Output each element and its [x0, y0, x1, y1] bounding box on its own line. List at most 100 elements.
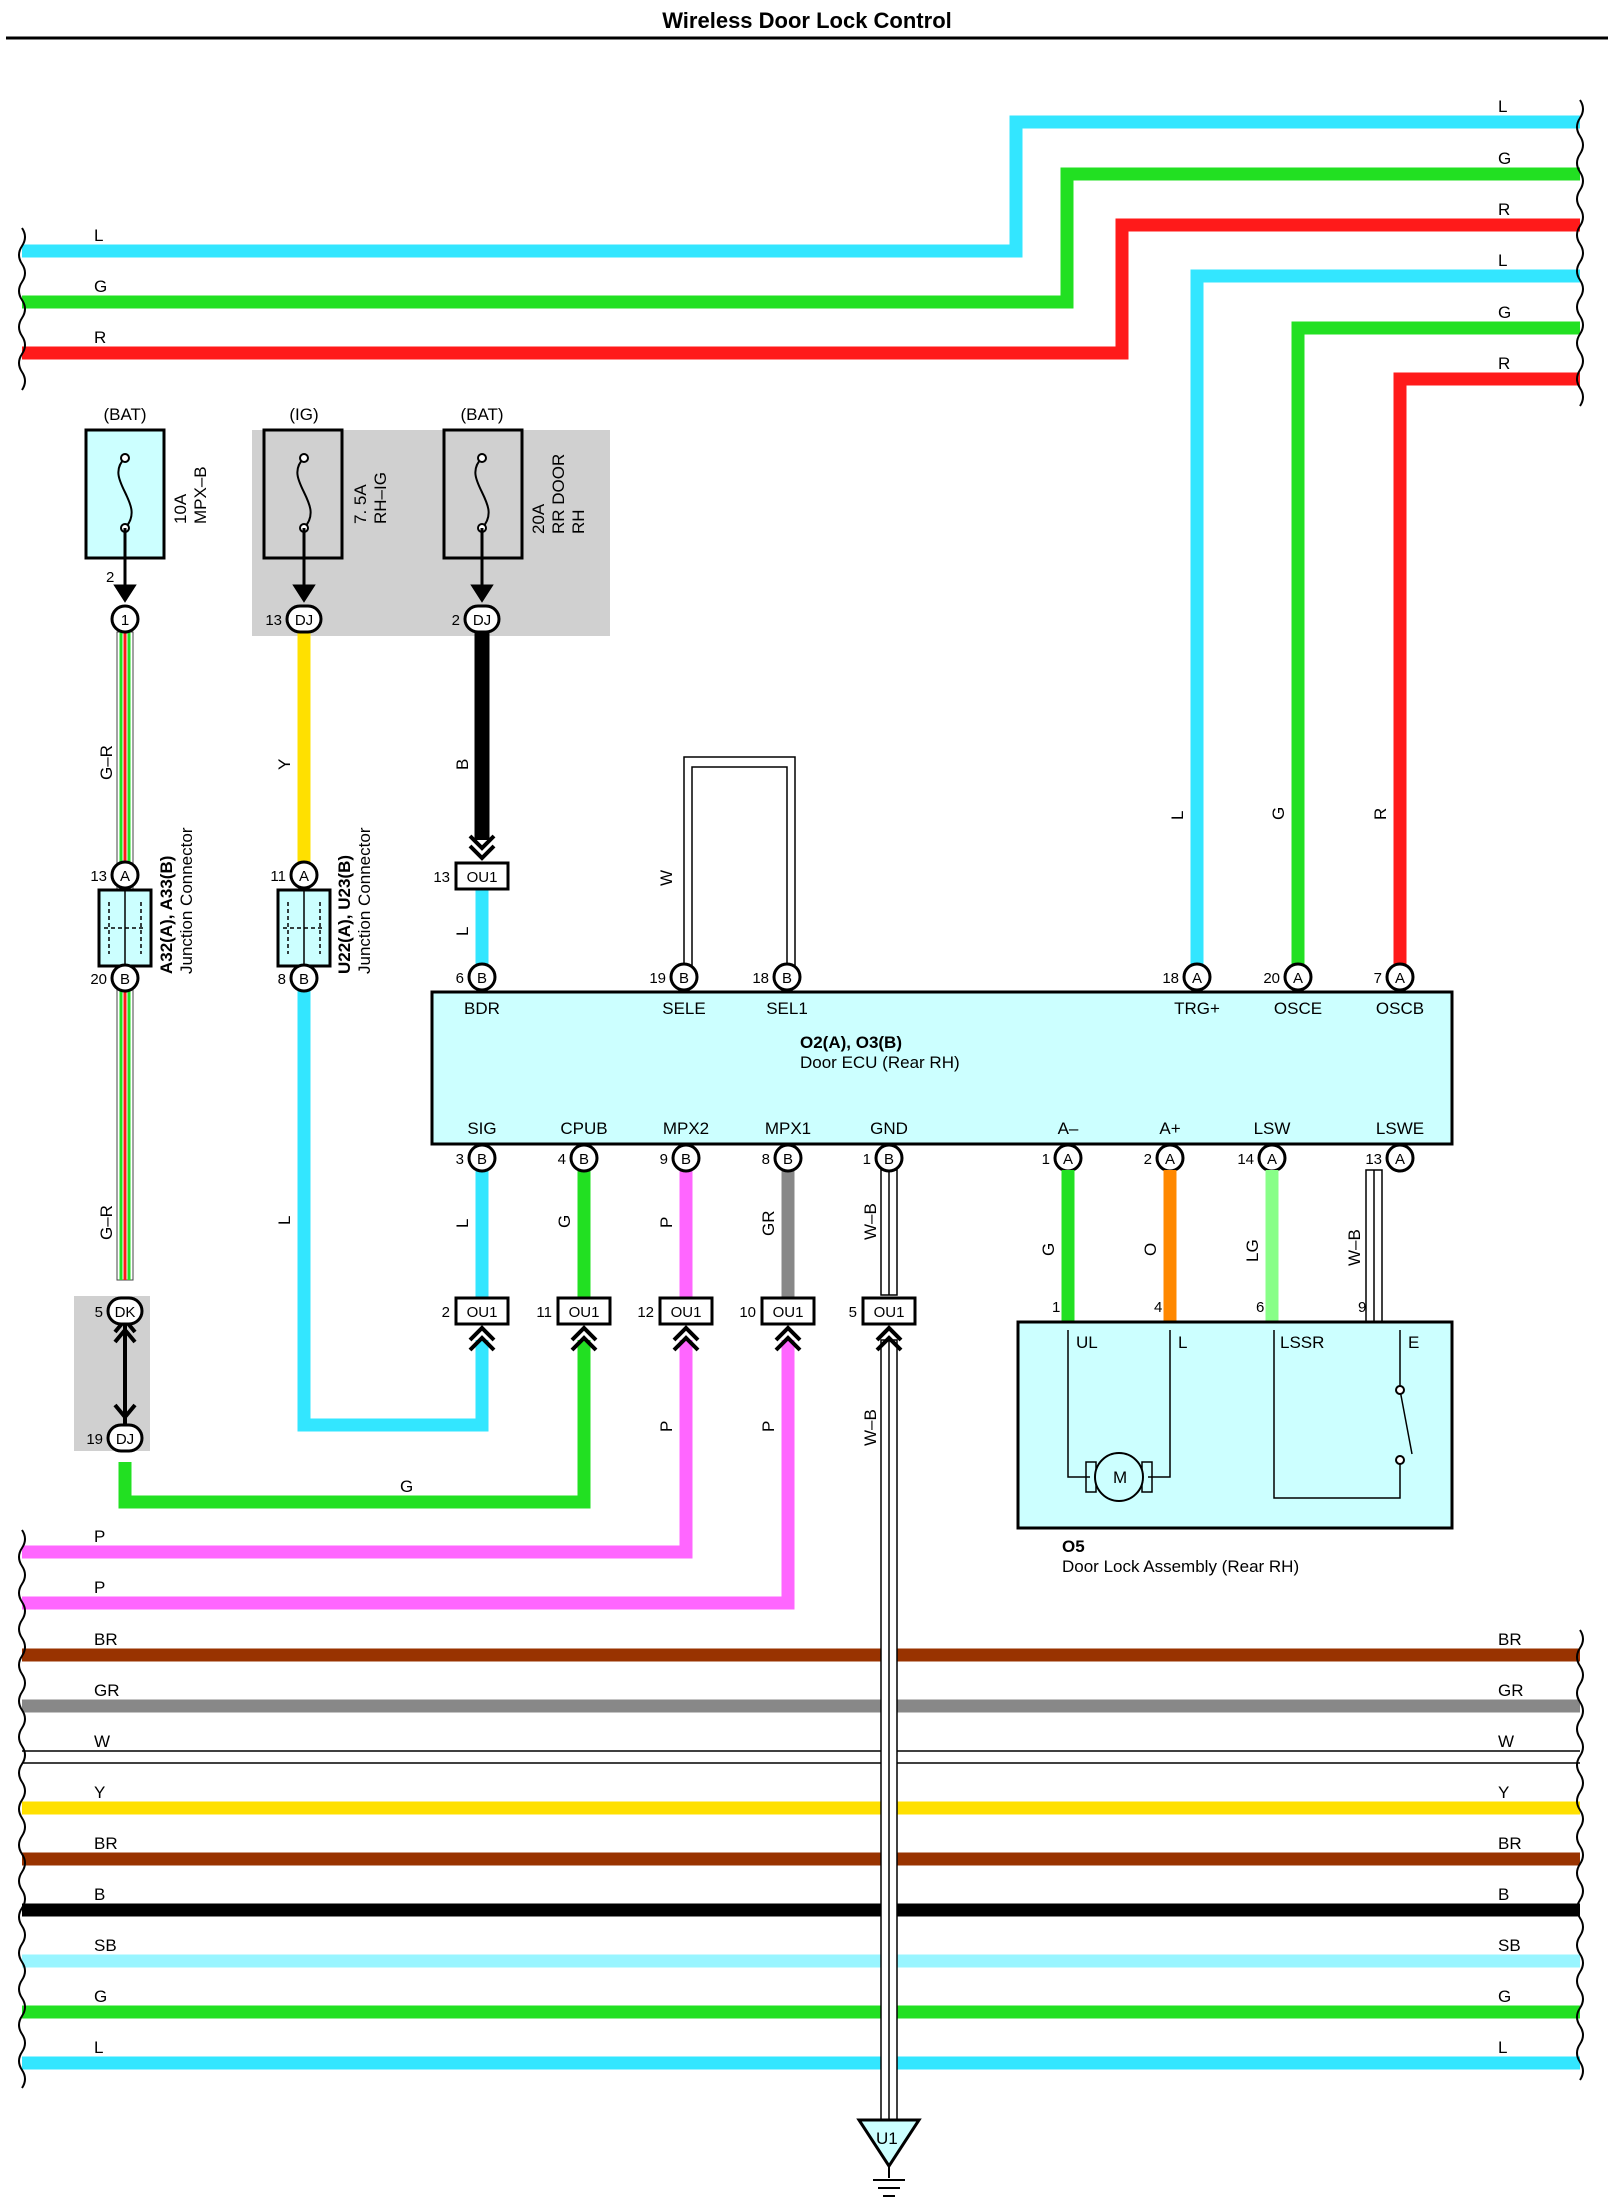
wire-r-top: [22, 218, 1580, 360]
label-top-left-2: G: [94, 277, 107, 296]
ecu-bot-1-pin: 4: [558, 1151, 566, 1168]
ecu-bot-4-letter: B: [884, 1151, 894, 1168]
wire-l-top: [22, 115, 1580, 258]
jc1-top-circle: [110, 860, 140, 890]
ou1-row-3-box: [760, 1296, 816, 1326]
break-marks: [18, 99, 1584, 2089]
bus-label-right-3: Y: [1498, 1783, 1509, 1802]
switch-contact-top: [1395, 1385, 1405, 1395]
ecu-bot-1-letter: B: [579, 1151, 589, 1168]
label-p1: P: [657, 1421, 676, 1432]
label-o-a: O: [1141, 1243, 1160, 1256]
fuse-arrows: [113, 528, 494, 603]
ou1-row-0-label: OU1: [467, 1304, 498, 1321]
ecu-bot-3-circle: [773, 1143, 803, 1173]
ecu-bot-name-4: GND: [870, 1119, 908, 1138]
ou1-row-2-chevrons: [672, 1325, 700, 1352]
label-gr-mpx1: GR: [759, 1211, 778, 1237]
bus-label-right-0: BR: [1498, 1630, 1522, 1649]
jc2-bottom-pin: 8: [278, 971, 286, 988]
label-top-left-1: L: [94, 226, 103, 245]
ou1-row-4-chevrons: [875, 1325, 903, 1352]
ecu-top-5-letter: A: [1395, 970, 1405, 987]
ecu-bot-6-pin: 2: [1144, 1151, 1152, 1168]
fuse1-icon: [117, 457, 133, 529]
wire-g-osce: [1291, 321, 1580, 975]
ecu-bot-name-0: SIG: [467, 1119, 496, 1138]
ou1-row-4-pin: 5: [849, 1304, 857, 1321]
wire-w-loop: [683, 756, 796, 968]
ecu-bot-0-circle: [467, 1143, 497, 1173]
fuse1-name: MPX–B: [191, 466, 210, 524]
jc1-bottom-pin: 20: [90, 971, 107, 988]
jc2-top-letter: A: [299, 868, 309, 885]
label-g-cpub: G: [555, 1215, 574, 1228]
jc1-top-pin: 13: [90, 868, 107, 885]
ecu-top-1-pin: 19: [649, 970, 666, 987]
label-top-right-5: G: [1498, 303, 1511, 322]
ecu-bot-0-letter: B: [477, 1151, 487, 1168]
ou1-row-1-chevron-1: [570, 1325, 598, 1342]
ground-label: U1: [876, 2129, 898, 2148]
bus-label-left-7: G: [94, 1987, 107, 2006]
b-chevrons: [468, 834, 496, 861]
fuse1-conn-circle: [110, 604, 140, 634]
label-l-sig: L: [453, 1219, 472, 1228]
ou1-row-0-pin: 2: [442, 1304, 450, 1321]
ecu-desc: Door ECU (Rear RH): [800, 1053, 960, 1072]
fuse2-conn-box: [285, 604, 323, 634]
wire-g-r: [116, 631, 134, 1281]
fuse3-term-top: [477, 453, 487, 463]
ecu-top-4-pin: 20: [1263, 970, 1280, 987]
door-lock-term-e: E: [1408, 1333, 1419, 1352]
bus-label-right-6: SB: [1498, 1936, 1521, 1955]
diagram-title: Wireless Door Lock Control: [662, 8, 952, 33]
jc2-bottom-circle: [289, 963, 319, 993]
ou1-row-0-box: [454, 1296, 510, 1326]
fuse2-icon: [296, 457, 312, 529]
bus-label-left-3: Y: [94, 1783, 105, 1802]
ou1-row-4-label: OU1: [874, 1304, 905, 1321]
label-top-left-3: R: [94, 328, 106, 347]
ou1-row-3-label: OU1: [773, 1304, 804, 1321]
door-lock-term-lssr: LSSR: [1280, 1333, 1324, 1352]
ou1-row-3-chevrons: [774, 1325, 802, 1352]
ecu-top-2-circle: [772, 962, 802, 992]
label-top-right-3: R: [1498, 200, 1510, 219]
ecu-top-name-4: OSCE: [1274, 999, 1322, 1018]
fuse1-term-top: [120, 453, 130, 463]
ecu-top-name-3: TRG+: [1174, 999, 1220, 1018]
fuse2-name: RH–IG: [371, 472, 390, 524]
wire-r-oscb: [1393, 372, 1580, 975]
ou1-row-2-pin: 12: [637, 1304, 654, 1321]
door-lock-box: [1016, 1320, 1454, 1530]
label-b: B: [453, 759, 472, 770]
label-l-left: L: [275, 1216, 294, 1225]
ecu-bot-8-circle: [1385, 1143, 1415, 1173]
jc2-bottom-letter: B: [299, 971, 309, 988]
ecu-bot-6-letter: A: [1165, 1151, 1175, 1168]
ecu-bot-name-6: A+: [1159, 1119, 1180, 1138]
fuse3-name: RR DOOR: [549, 454, 568, 534]
ecu-bot-0-pin: 3: [456, 1151, 464, 1168]
fuse1-rating: 10A: [171, 493, 190, 524]
fuse3-conn-box: [463, 604, 501, 634]
ecu-top-3-letter: A: [1192, 970, 1202, 987]
jc2-line2: Junction Connector: [355, 827, 374, 974]
door-lock-pin-2: 4: [1154, 1299, 1162, 1316]
break-bottom-left: [18, 1529, 26, 2089]
ou1-top-pin: 13: [433, 869, 450, 886]
ecu-bot-7-pin: 14: [1237, 1151, 1254, 1168]
label-p2: P: [759, 1421, 778, 1432]
bus-label-left-1: GR: [94, 1681, 120, 1700]
label-top-right-2: G: [1498, 149, 1511, 168]
ecu-bot-name-7: LSW: [1254, 1119, 1291, 1138]
label-w-loop: W: [657, 870, 676, 886]
wire-wb-gnd: [880, 1169, 898, 2121]
ecu-top-name-1: SELE: [662, 999, 705, 1018]
label-y: Y: [275, 759, 294, 770]
label-p-mpx2: P: [657, 1217, 676, 1228]
jc2-line1: U22(A), U23(B): [335, 855, 354, 974]
